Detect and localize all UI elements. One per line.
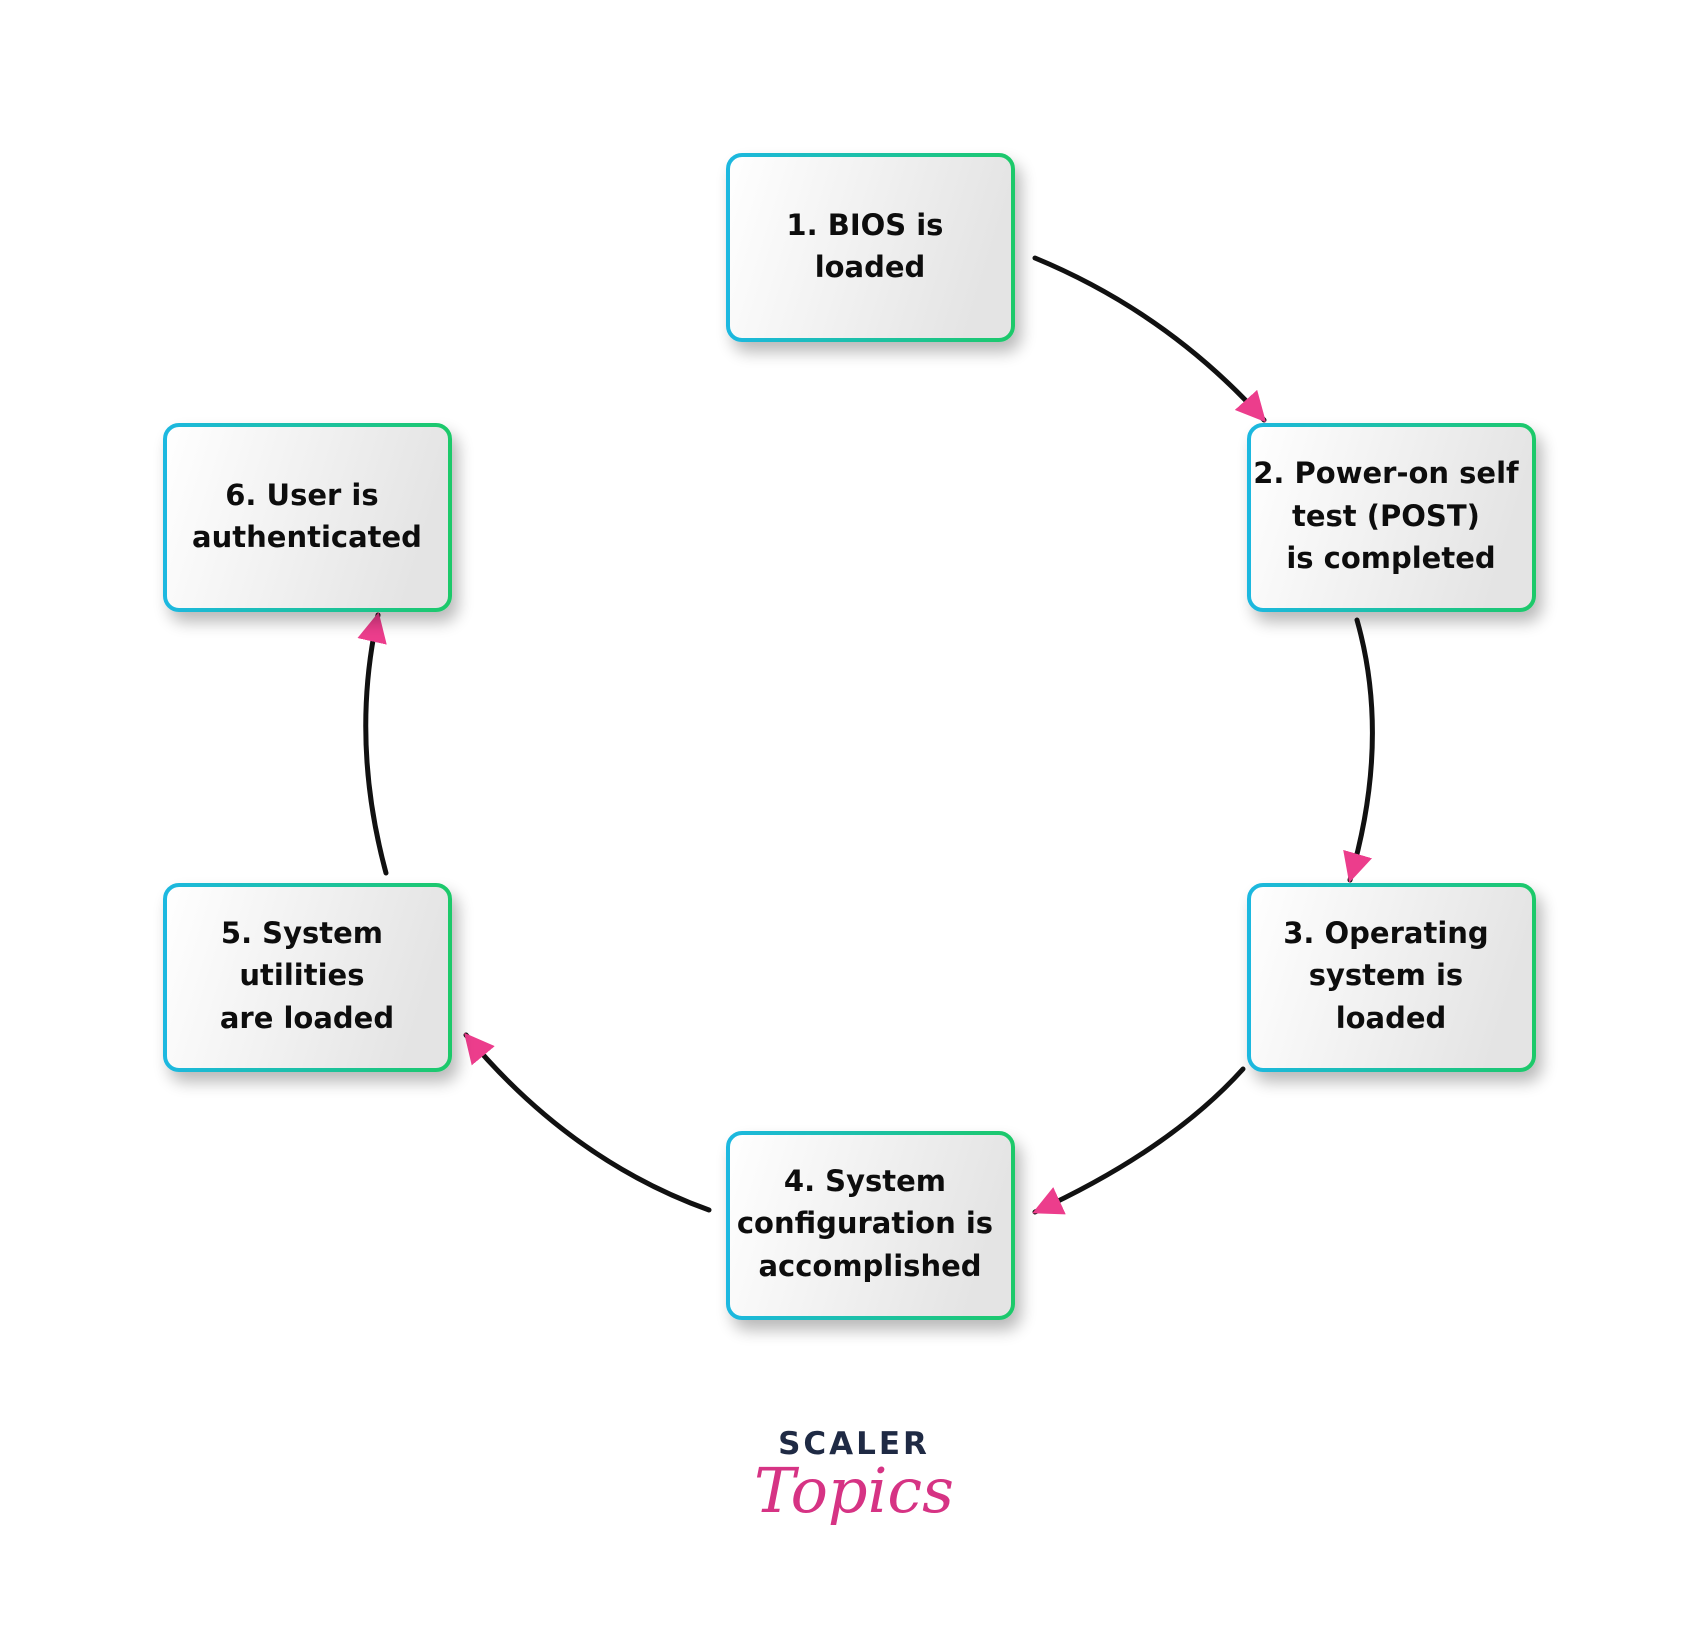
step-box-2: 2. Power-on self test (POST) is complete… bbox=[1247, 423, 1536, 612]
step-5-line-3: are loaded bbox=[220, 1001, 394, 1035]
step-box-1: 1. BIOS is loaded bbox=[726, 153, 1015, 342]
step-3-line-3: loaded bbox=[1336, 1001, 1447, 1035]
connector-3-to-4 bbox=[1032, 1066, 1246, 1215]
connector-5-to-6 bbox=[357, 612, 389, 876]
step-box-4: 4. System configuration is accomplished bbox=[726, 1131, 1015, 1320]
svg-text:6. User is authenticated: 6. User is authenticated bbox=[192, 478, 422, 554]
svg-text:2. Power-on self test (P: 2. Power-on self test (POST) is complete… bbox=[1253, 456, 1529, 575]
step-box-6: 6. User is authenticated bbox=[163, 423, 452, 612]
step-6-line-1: 6. User is bbox=[225, 478, 378, 512]
step-box-3: 3. Operating system is loaded bbox=[1247, 883, 1536, 1072]
step-1-line-2: loaded bbox=[815, 250, 926, 284]
step-4-line-3: accomplished bbox=[758, 1249, 981, 1283]
svg-text:5. System utilities: 5. System utilities are loaded bbox=[220, 916, 394, 1035]
svg-text:3. Operating system is: 3. Operating system is loaded bbox=[1283, 916, 1499, 1035]
svg-text:1. BIOS is loaded: 1. BIOS is loaded bbox=[786, 208, 953, 284]
step-box-5: 5. System utilities are loaded bbox=[163, 883, 452, 1072]
step-2-line-2: test (POST) bbox=[1292, 499, 1480, 533]
step-5-line-1: 5. System bbox=[221, 916, 383, 950]
connectors bbox=[357, 255, 1375, 1215]
step-2-line-1: 2. Power-on self bbox=[1253, 456, 1519, 490]
connector-1-to-2 bbox=[1032, 255, 1267, 423]
brand-script-text: Topics bbox=[754, 1454, 954, 1527]
svg-text:4. System configuration: 4. System configuration is accomplished bbox=[737, 1164, 1003, 1283]
step-1-line-1: 1. BIOS is bbox=[786, 208, 943, 242]
step-6-line-2: authenticated bbox=[192, 520, 422, 554]
step-4-line-1: 4. System bbox=[784, 1164, 946, 1198]
step-5-line-2: utilities bbox=[239, 958, 364, 992]
step-2-line-3: is completed bbox=[1286, 541, 1495, 575]
connector-2-to-3 bbox=[1343, 617, 1375, 883]
step-3-line-2: system is bbox=[1309, 958, 1463, 992]
connector-4-to-5 bbox=[463, 1032, 712, 1213]
step-3-line-1: 3. Operating bbox=[1283, 916, 1488, 950]
brand-top-text: SCALER bbox=[778, 1426, 930, 1462]
scaler-topics-logo: SCALER Topics bbox=[754, 1426, 954, 1527]
step-4-line-2: configuration is bbox=[737, 1206, 993, 1240]
